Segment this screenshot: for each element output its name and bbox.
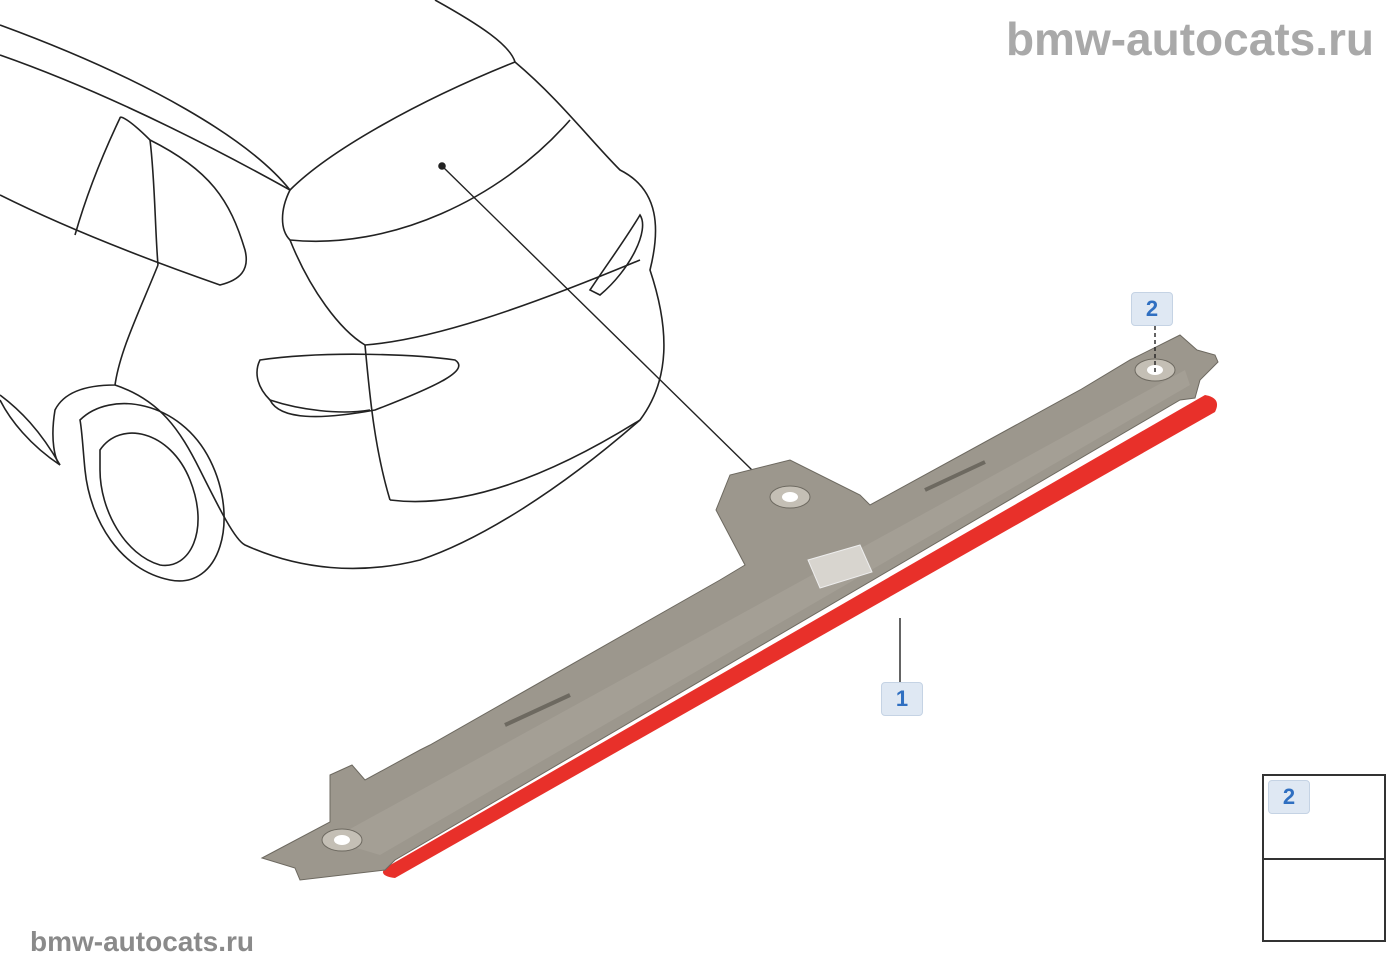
housing-highlight — [330, 370, 1190, 855]
inset-callout-2[interactable]: 2 — [1268, 780, 1310, 814]
inset-divider — [1264, 858, 1384, 860]
label-plate — [807, 544, 873, 589]
lamp-housing — [260, 334, 1219, 881]
third-brake-light[interactable] — [260, 334, 1219, 881]
callout-part-2[interactable]: 2 — [1131, 292, 1173, 326]
lamp-lens — [382, 395, 1218, 878]
car-outline — [0, 0, 753, 582]
watermark-bottom: bmw-autocats.ru — [30, 926, 255, 957]
watermark-top: bmw-autocats.ru — [1005, 13, 1374, 65]
leader-lines — [899, 326, 1156, 682]
inset-screw-panel: 2 — [1262, 774, 1386, 942]
callout-part-1[interactable]: 1 — [881, 682, 923, 716]
